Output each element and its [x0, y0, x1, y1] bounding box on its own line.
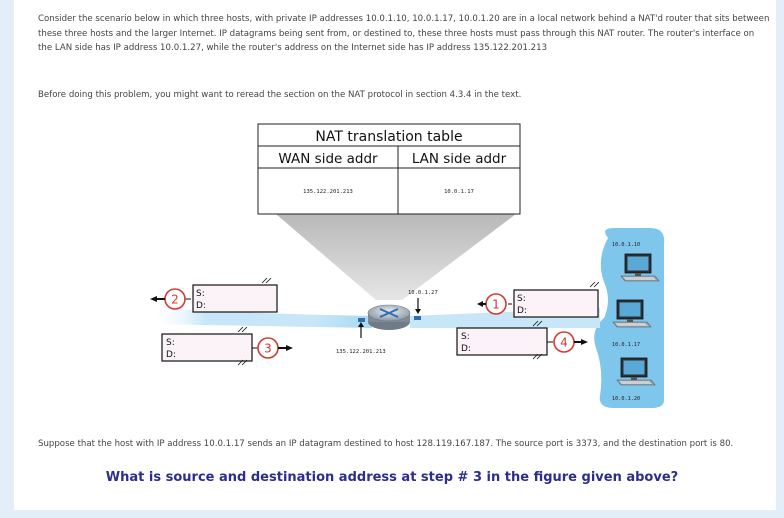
packet-1-dst-label: D:: [517, 306, 527, 316]
reread-note: Before doing this problem, you might wan…: [38, 90, 522, 100]
nat-translation-table: NAT translation table WAN side addr LAN …: [257, 123, 521, 215]
nat-table-cone: [276, 214, 516, 300]
router-lan-ip: 10.0.1.27: [408, 290, 438, 296]
question-heading: What is source and destination address a…: [105, 470, 679, 485]
intro-paragraph: Consider the scenario below in which thr…: [38, 14, 770, 54]
step-1-badge: 1: [492, 298, 500, 312]
nat-router: [358, 304, 421, 330]
wan-link: [150, 308, 372, 328]
packet-2-dst-label: D:: [196, 301, 206, 311]
scenario-paragraph: Suppose that the host with IP address 10…: [38, 439, 734, 449]
step-3-badge: 3: [264, 342, 272, 356]
lan-cell: 10.0.1.17: [444, 189, 474, 195]
host-20-ip: 10.0.1.20: [612, 396, 640, 402]
host-17-ip: 10.0.1.17: [612, 342, 640, 348]
wan-column-header: WAN side addr: [278, 151, 378, 167]
nat-table-title: NAT translation table: [315, 129, 462, 145]
packet-3-src-label: S:: [166, 338, 175, 348]
step-2-badge: 2: [171, 293, 179, 307]
packet-4-dst-label: D:: [461, 344, 471, 354]
lan-column-header: LAN side addr: [412, 151, 507, 167]
packet-4-src-label: S:: [461, 332, 470, 342]
step-4-badge: 4: [560, 336, 568, 350]
packet-1-src-label: S:: [517, 294, 526, 304]
packet-step-1: S: D: 1: [477, 281, 600, 318]
packet-step-4: S: D: 4: [456, 320, 588, 360]
router-wan-ip: 135.122.201.213: [336, 349, 386, 355]
host-10-ip: 10.0.1.10: [612, 242, 640, 248]
wan-cell: 135.122.201.213: [303, 189, 353, 195]
packet-step-3: S: D: 3: [161, 326, 293, 366]
packet-2-src-label: S:: [196, 289, 205, 299]
packet-step-2: S: D: 2: [150, 277, 278, 313]
packet-3-dst-label: D:: [166, 350, 176, 360]
